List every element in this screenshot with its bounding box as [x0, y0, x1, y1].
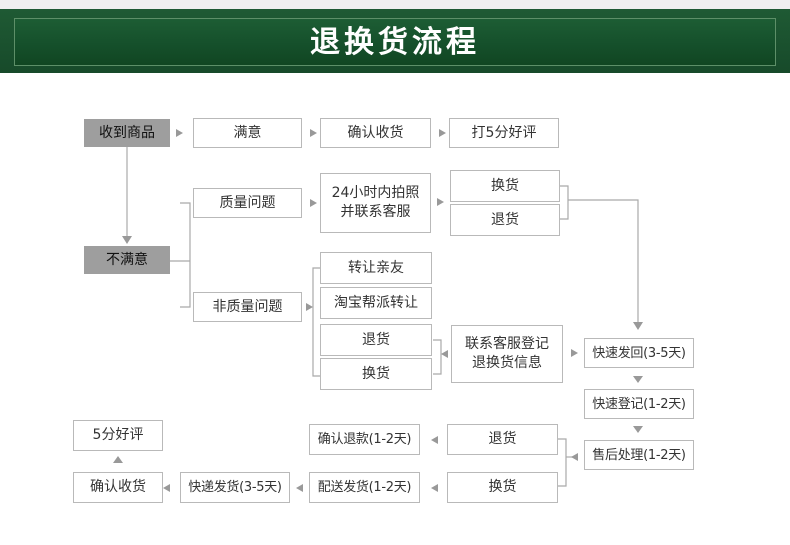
node-express: 快递发货(3-5天): [180, 472, 290, 503]
node-five-star-bottom: 5分好评: [73, 420, 163, 451]
arrow-l2: [571, 453, 578, 461]
node-exchange-b: 换货: [320, 358, 432, 390]
arrow-down-aftersale: [633, 426, 643, 433]
node-return-a: 退货: [450, 204, 560, 236]
arrow-l3: [431, 436, 438, 444]
connector-to-fast-return: [568, 199, 639, 324]
node-non-quality-issue: 非质量问题: [193, 292, 302, 322]
arrow-down-fast-return: [633, 322, 643, 330]
arrow-r2: [310, 129, 317, 137]
header-frame: 退换货流程: [14, 18, 776, 66]
connector-bracket-non-quality: [312, 267, 320, 377]
connector-split-issue: [180, 202, 191, 308]
node-return-b: 退货: [320, 324, 432, 356]
node-quality-issue: 质量问题: [193, 188, 302, 218]
node-aftersale: 售后处理(1-2天): [584, 440, 694, 470]
arrow-l6: [163, 484, 170, 492]
node-transfer-friends: 转让亲友: [320, 252, 432, 284]
arrow-l4: [431, 484, 438, 492]
arrow-l5: [296, 484, 303, 492]
node-fast-register: 快速登记(1-2天): [584, 389, 694, 419]
node-not-satisfied: 不满意: [84, 246, 170, 274]
node-confirm-refund: 确认退款(1-2天): [309, 424, 420, 455]
arrow-r7: [571, 349, 578, 357]
node-satisfied: 满意: [193, 118, 302, 148]
node-return-c: 退货: [447, 424, 558, 455]
node-five-star-top: 打5分好评: [449, 118, 559, 148]
arrow-r4: [310, 199, 317, 207]
connector-bracket-b: [433, 339, 442, 375]
arrow-down-not-satisfied: [122, 236, 132, 244]
node-received: 收到商品: [84, 119, 170, 147]
arrow-r1: [176, 129, 183, 137]
node-confirm-receipt-bottom: 确认收货: [73, 472, 163, 503]
node-contact-register: 联系客服登记 退换货信息: [451, 325, 563, 383]
node-exchange-a: 换货: [450, 170, 560, 202]
connector-bracket-c: [558, 438, 567, 487]
arrow-r3: [439, 129, 446, 137]
node-delivery: 配送发货(1-2天): [309, 472, 420, 503]
connector-bracket-a: [560, 185, 569, 220]
arrow-up-five-star: [113, 456, 123, 463]
header-banner: 退换货流程: [0, 0, 790, 73]
node-taobao-transfer: 淘宝帮派转让: [320, 287, 432, 319]
node-exchange-c: 换货: [447, 472, 558, 503]
arrow-down-register: [633, 376, 643, 383]
page-title: 退换货流程: [310, 25, 480, 60]
arrow-r5: [437, 198, 444, 206]
arrow-r6: [306, 303, 313, 311]
node-confirm-receipt-top: 确认收货: [320, 118, 431, 148]
node-photo-contact: 24小时内拍照 并联系客服: [320, 173, 431, 233]
arrow-l1: [441, 350, 448, 358]
node-fast-return: 快速发回(3-5天): [584, 338, 694, 368]
